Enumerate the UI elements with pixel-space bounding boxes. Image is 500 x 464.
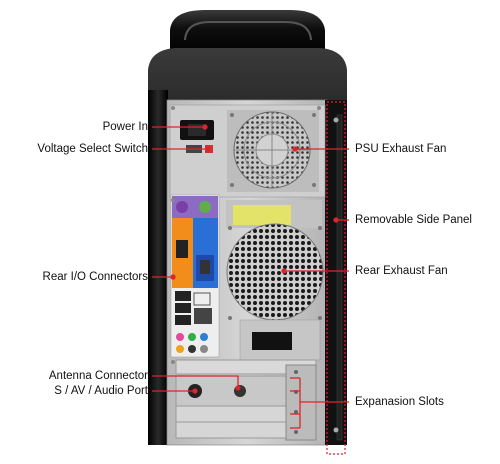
side-panel-outline	[326, 101, 346, 455]
label-expansion-slots: Expanasion Slots	[355, 396, 444, 408]
label-voltage-select-switch: Voltage Select Switch	[37, 143, 148, 155]
callout-antenna	[152, 375, 239, 388]
label-psu-exhaust-fan: PSU Exhaust Fan	[355, 143, 447, 155]
callout-lines	[152, 124, 349, 429]
label-rear-io-connectors: Rear I/O Connectors	[42, 271, 148, 283]
rear-io-panel	[170, 194, 220, 358]
top-handle	[170, 10, 325, 55]
label-removable-side-panel: Removable Side Panel	[355, 214, 472, 226]
sticker	[233, 205, 291, 225]
label-antenna-connector: Antenna Connector	[48, 370, 148, 382]
side-panel	[325, 100, 347, 445]
psu-area	[169, 104, 326, 198]
label-power-in: Power In	[102, 121, 148, 133]
rear-exhaust-fan	[226, 200, 324, 321]
label-rear-exhaust-fan: Rear Exhaust Fan	[355, 265, 448, 277]
label-s-av-audio-port: S / AV / Audio Port	[54, 385, 148, 397]
